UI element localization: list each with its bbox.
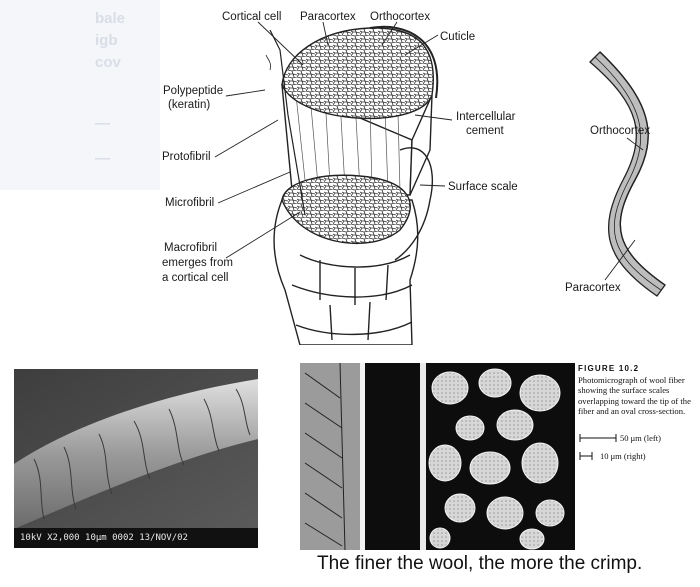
label-keratin: (keratin) bbox=[168, 99, 211, 111]
label-cortical-cell: Cortical cell bbox=[222, 11, 282, 23]
scale-bars bbox=[579, 434, 617, 460]
crimp-label-paracortex: Paracortex bbox=[565, 282, 621, 294]
label-polypeptide: Polypeptide bbox=[163, 85, 224, 97]
scale-label-right: 10 μm (right) bbox=[600, 451, 646, 461]
figure-caption: FIGURE 10.2 Photomicrograph of wool fibe… bbox=[578, 363, 696, 417]
label-orthocortex: Orthocortex bbox=[370, 11, 431, 23]
label-intercellular: Intercellular bbox=[456, 111, 516, 123]
figure-text: Photomicrograph of wool fiber showing th… bbox=[578, 374, 691, 417]
label-cement: cement bbox=[466, 125, 504, 137]
scale-label-left: 50 μm (left) bbox=[620, 433, 661, 443]
sem-info-bar: 10kV X2,000 10μm 0002 13/NOV/02 bbox=[14, 528, 258, 548]
label-cuticle: Cuticle bbox=[440, 31, 476, 43]
label-surface-scale: Surface scale bbox=[448, 181, 518, 193]
figure-number: FIGURE 10.2 bbox=[578, 364, 640, 373]
crimp-diagram bbox=[589, 51, 666, 297]
crimp-label-orthocortex: Orthocortex bbox=[590, 125, 651, 137]
label-a-cortical-cell: a cortical cell bbox=[162, 272, 229, 284]
wool-fiber-structure-diagram bbox=[214, 21, 453, 345]
photomicrograph bbox=[300, 363, 575, 550]
label-protofibril: Protofibril bbox=[162, 151, 211, 163]
label-microfibril: Microfibril bbox=[165, 197, 215, 209]
label-emerges-from: emerges from bbox=[162, 257, 233, 269]
faded-background-text: bale igb cov — — bbox=[0, 0, 160, 190]
sem-micrograph bbox=[14, 369, 258, 529]
bottom-caption: The finer the wool, the more the crimp. bbox=[317, 553, 643, 574]
label-macrofibril: Macrofibril bbox=[164, 242, 218, 254]
label-paracortex: Paracortex bbox=[300, 11, 356, 23]
